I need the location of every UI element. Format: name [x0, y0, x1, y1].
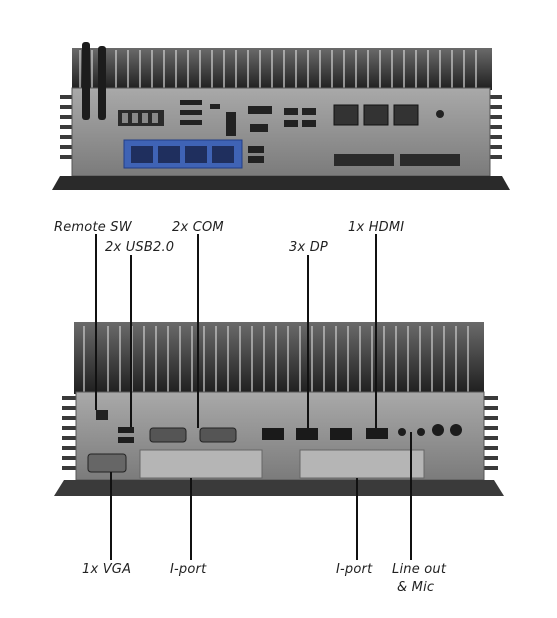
top-base	[52, 176, 510, 190]
label-hdmi: 1x HDMI	[348, 220, 405, 235]
com-ports	[149, 427, 237, 443]
callout-lines	[95, 234, 412, 560]
lan-port-block	[123, 139, 243, 169]
iport-left-slot	[139, 449, 263, 479]
top-heatsink-fins	[72, 48, 492, 90]
audio-jacks	[398, 424, 462, 436]
label-vga: 1x VGA	[82, 562, 132, 577]
label-remote-sw: Remote SW	[54, 220, 132, 235]
top-device-photo	[52, 42, 510, 190]
vga-port	[87, 453, 127, 473]
label-iport-left: I-port	[170, 562, 207, 577]
dp-ports	[262, 428, 352, 440]
bottom-heatsink-fins	[83, 326, 469, 392]
label-iport-right: I-port	[336, 562, 373, 577]
top-small-ports	[180, 100, 316, 136]
usb20-ports	[118, 427, 134, 443]
label-mic: & Mic	[397, 580, 435, 595]
bottom-base	[54, 480, 504, 496]
bottom-device-photo	[54, 322, 504, 496]
antenna-icon	[82, 42, 106, 120]
bottom-side-fins	[62, 396, 498, 470]
remote-sw-port	[96, 410, 108, 420]
label-dp: 3x DP	[289, 240, 328, 255]
iport-right-slot	[299, 449, 425, 479]
top-side-fins	[60, 95, 502, 159]
hdmi-port	[366, 428, 388, 439]
top-audio-jack	[436, 110, 444, 118]
label-usb20: 2x USB2.0	[105, 240, 175, 255]
top-usb-ports	[248, 146, 264, 163]
top-dio-terminals	[334, 154, 460, 166]
label-line-out: Line out	[392, 562, 447, 577]
top-lan-ports	[333, 104, 419, 126]
label-com: 2x COM	[172, 220, 224, 235]
